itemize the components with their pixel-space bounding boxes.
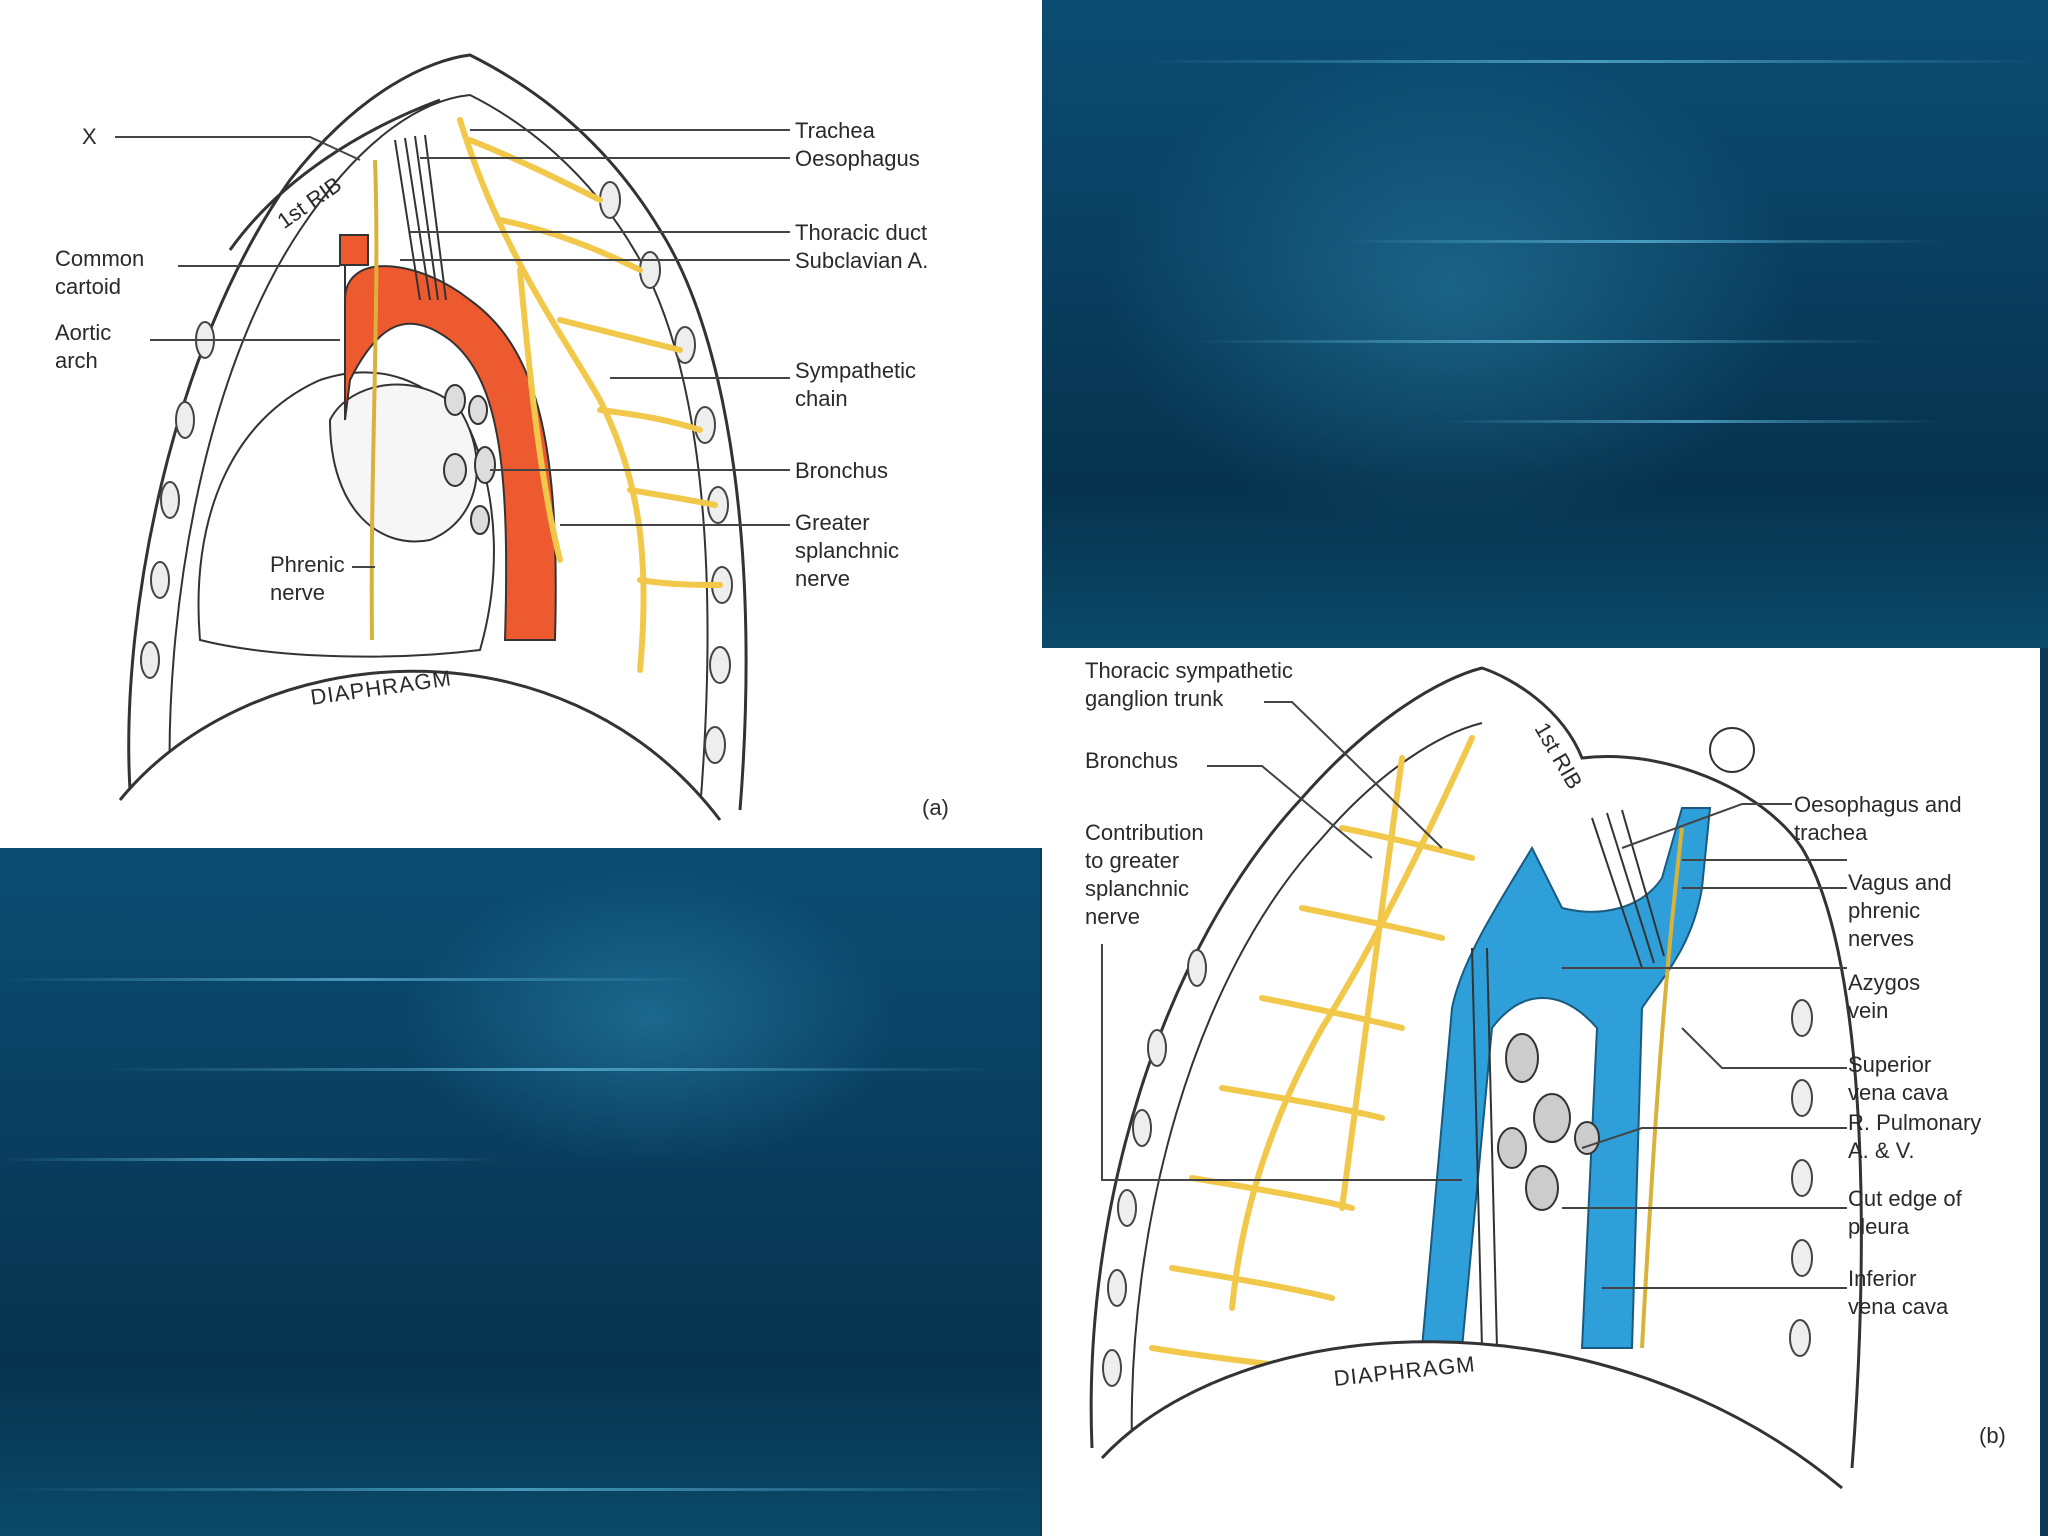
- chest-wall-outline-b: [1089, 666, 1863, 1469]
- rib-segments: [140, 181, 733, 764]
- label-ivc-2: vena cava: [1848, 1294, 1949, 1319]
- label-ivc-1: Inferior: [1848, 1266, 1916, 1291]
- diaphragm-dome: [118, 669, 722, 821]
- label-greater-splanchnic-1: Greater: [795, 510, 870, 535]
- label-greater-splanchnic-3: nerve: [795, 566, 850, 591]
- label-bronchus: Bronchus: [795, 458, 888, 483]
- label-cut-edge-2: pleura: [1848, 1214, 1910, 1239]
- label-contribution-1: Contribution: [1085, 820, 1204, 845]
- sympathetic-chain-path: [457, 117, 723, 673]
- label-azygos-2: vein: [1848, 998, 1888, 1023]
- bronchus-rings: [443, 384, 496, 535]
- pulmonary-vessels: [1497, 1033, 1600, 1211]
- background-panel-bottom-left: [0, 848, 1040, 1536]
- figure-b-right-thorax: 1st RIB DIAPHRAGM: [1042, 648, 2040, 1536]
- label-vagus-phrenic-2: phrenic: [1848, 898, 1920, 923]
- first-rib-label: 1st RIB: [273, 172, 346, 234]
- label-svc-1: Superior: [1848, 1052, 1931, 1077]
- label-bronchus-b: Bronchus: [1085, 748, 1178, 773]
- heart-outline: [328, 383, 478, 543]
- label-pulmonary-1: R. Pulmonary: [1848, 1110, 1981, 1135]
- label-oesophagus-trachea-2: trachea: [1794, 820, 1868, 845]
- panel-letter-a: (a): [922, 795, 949, 820]
- figure-a-left-thorax: 1st RIB DIAPHRAGM: [0, 0, 1042, 848]
- leader-lines-b: [1101, 701, 1847, 1289]
- figure-a-drawing: 1st RIB DIAPHRAGM: [55, 53, 949, 821]
- label-contribution-4: nerve: [1085, 904, 1140, 929]
- label-azygos-1: Azygos: [1848, 970, 1920, 995]
- label-common-carotid-2: cartoid: [55, 274, 121, 299]
- chest-wall-outline: [127, 53, 748, 811]
- label-vagus-phrenic-1: Vagus and: [1848, 870, 1952, 895]
- label-cut-edge-1: Cut edge of: [1848, 1186, 1963, 1211]
- trachea-cross-section: [1709, 727, 1755, 773]
- sympathetic-trunk-mesh-b: [1149, 735, 1475, 1371]
- label-trachea: Trachea: [795, 118, 876, 143]
- oesophagus-lines: [394, 134, 447, 301]
- label-thoracic-duct: Thoracic duct: [795, 220, 927, 245]
- label-subclavian: Subclavian A.: [795, 248, 928, 273]
- panel-letter-b: (b): [1979, 1423, 2006, 1448]
- label-phrenic-nerve-1: Phrenic: [270, 552, 345, 577]
- common-carotid-vessel: [339, 234, 369, 266]
- figure-b-drawing: 1st RIB DIAPHRAGM: [1085, 658, 2006, 1490]
- label-oesophagus-trachea-1: Oesophagus and: [1794, 792, 1962, 817]
- first-rib-label-b: 1st RIB: [1530, 718, 1588, 793]
- label-sympathetic-chain-2: chain: [795, 386, 848, 411]
- label-contribution-2: to greater: [1085, 848, 1179, 873]
- label-common-carotid-1: Common: [55, 246, 144, 271]
- label-svc-2: vena cava: [1848, 1080, 1949, 1105]
- label-thoracic-sympathetic-1: Thoracic sympathetic: [1085, 658, 1293, 683]
- vagus-phrenic-nerve: [1640, 827, 1684, 1349]
- label-vagus-phrenic-3: nerves: [1848, 926, 1914, 951]
- leader-lines-a: [115, 129, 790, 568]
- label-contribution-3: splanchnic: [1085, 876, 1189, 901]
- label-x: X: [82, 124, 97, 149]
- label-aortic-arch-2: arch: [55, 348, 98, 373]
- label-thoracic-sympathetic-2: ganglion trunk: [1085, 686, 1224, 711]
- label-phrenic-nerve-2: nerve: [270, 580, 325, 605]
- rib-segments-b: [1102, 949, 1813, 1387]
- background-panel-top-right: [1042, 0, 2048, 648]
- label-sympathetic-chain-1: Sympathetic: [795, 358, 916, 383]
- vein-shape: [1420, 807, 1712, 1349]
- label-oesophagus: Oesophagus: [795, 146, 920, 171]
- label-aortic-arch-1: Aortic: [55, 320, 111, 345]
- label-pulmonary-2: A. & V.: [1848, 1138, 1914, 1163]
- diaphragm-dome-b: [1100, 1340, 1843, 1490]
- label-greater-splanchnic-2: splanchnic: [795, 538, 899, 563]
- oesophagus-bands-b: [1471, 809, 1665, 1349]
